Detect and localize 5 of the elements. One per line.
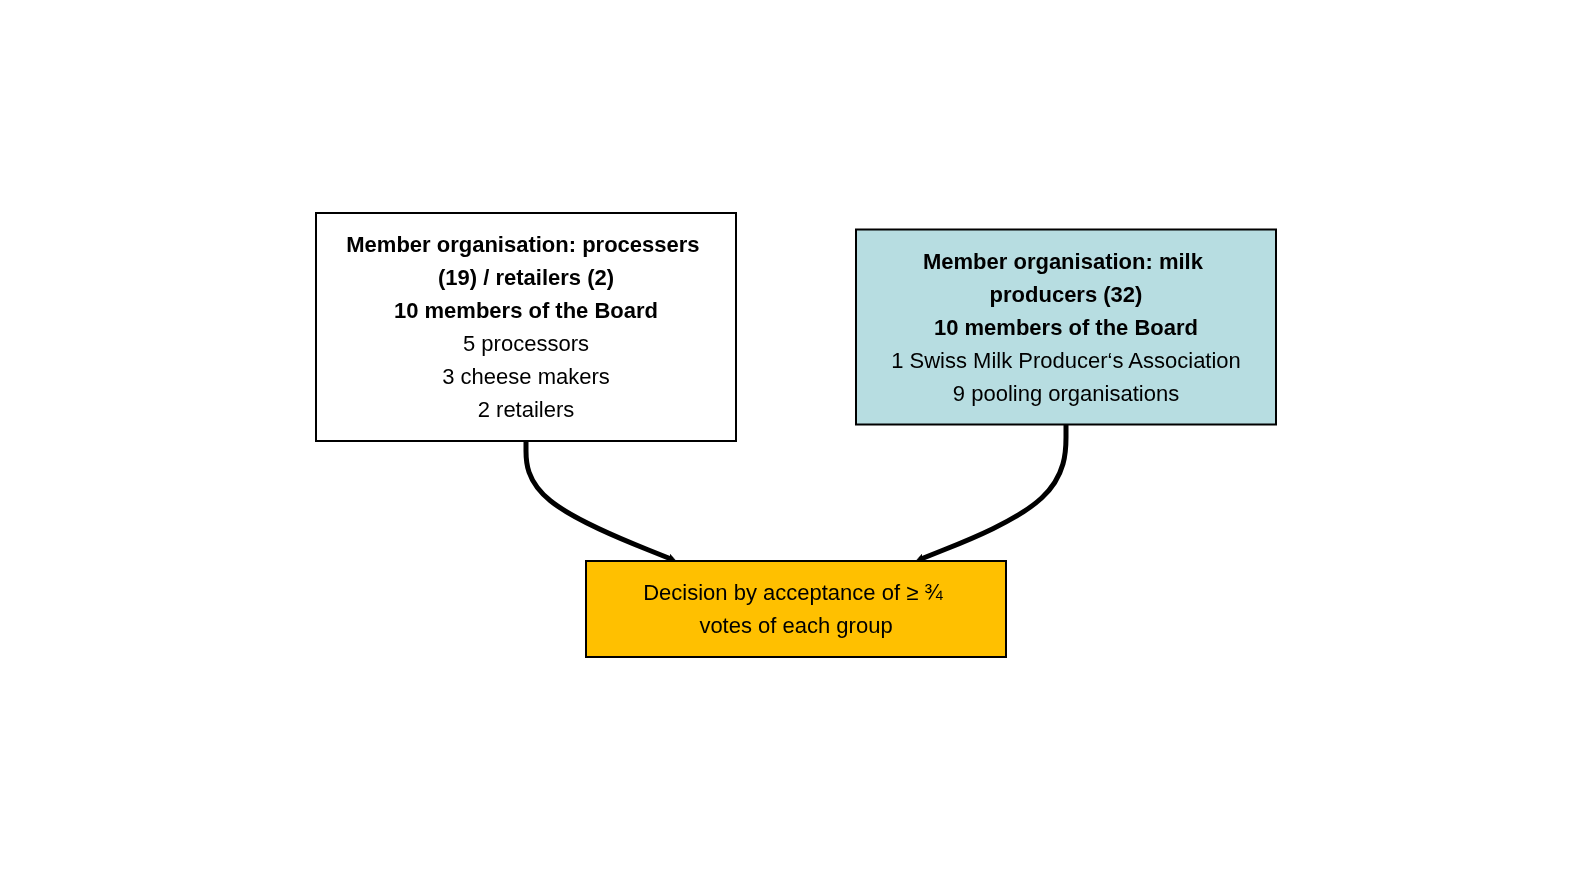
node-box: Member organisation: processers (19) / retailers (2) 10 members of the Board 5 processors 3 cheese makers 2 retailers bbox=[314, 212, 737, 442]
node-box: Decision by acceptance of ≥ ¾ votes of each group bbox=[584, 560, 1007, 658]
node-box: Member organisation: milk producers (32) 10 members of the Board 1 Swiss Milk Producer‘s Association 9 pooling organisations bbox=[854, 228, 1277, 426]
arrow bbox=[523, 441, 676, 563]
arrow bbox=[915, 424, 1068, 563]
